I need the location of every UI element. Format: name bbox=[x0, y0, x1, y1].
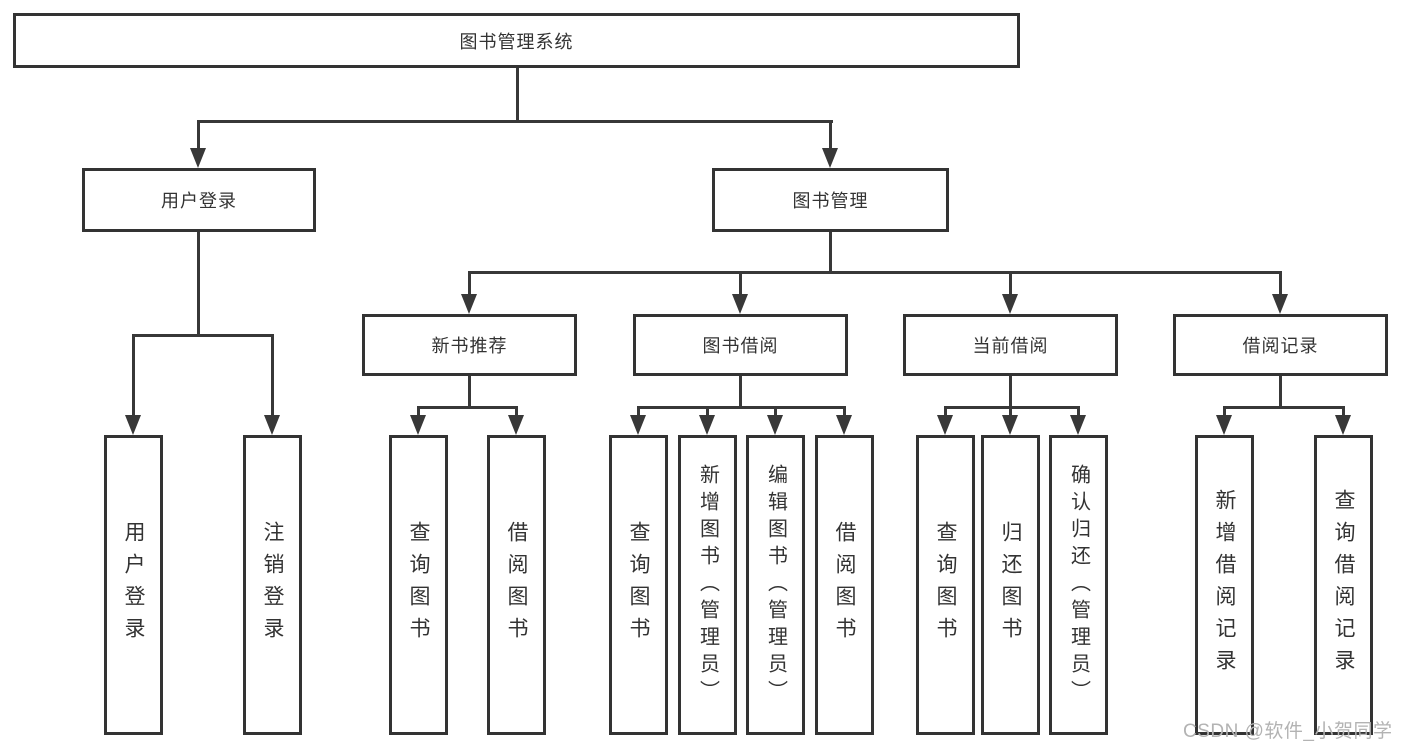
node-box-book-management: 图书管理 bbox=[712, 168, 949, 232]
connector-line bbox=[774, 406, 777, 420]
arrow-down-icon bbox=[1335, 415, 1351, 435]
connector-line bbox=[1223, 406, 1345, 409]
leaf-label: 查询图书 bbox=[627, 521, 650, 649]
connector-line bbox=[197, 120, 200, 152]
connector-line bbox=[516, 68, 519, 122]
leaf-label: 确认归还（管理员） bbox=[1067, 463, 1090, 707]
node-box-current-borrow: 当前借阅 bbox=[903, 314, 1118, 376]
leaf-box-query-books-1: 查询图书 bbox=[389, 435, 448, 735]
connector-line bbox=[1342, 406, 1345, 420]
connector-line bbox=[1077, 406, 1080, 420]
leaf-box-query-books-3: 查询图书 bbox=[916, 435, 975, 735]
arrow-down-icon bbox=[699, 415, 715, 435]
leaf-box-add-books-admin: 新增图书（管理员） bbox=[678, 435, 737, 735]
leaf-box-borrow-books-2: 借阅图书 bbox=[815, 435, 874, 735]
arrow-down-icon bbox=[767, 415, 783, 435]
connector-line bbox=[829, 232, 832, 274]
arrow-down-icon bbox=[937, 415, 953, 435]
node-label-root: 图书管理系统 bbox=[459, 31, 574, 52]
connector-line bbox=[197, 232, 200, 336]
connector-line bbox=[1279, 271, 1282, 297]
connector-line bbox=[944, 406, 947, 420]
connector-line bbox=[132, 334, 135, 420]
leaf-box-add-borrow-record: 新增借阅记录 bbox=[1195, 435, 1254, 735]
node-box-borrow-records: 借阅记录 bbox=[1173, 314, 1388, 376]
connector-line bbox=[829, 120, 832, 152]
leaf-label: 编辑图书（管理员） bbox=[764, 463, 787, 707]
connector-line bbox=[843, 406, 846, 420]
leaf-label: 归还图书 bbox=[999, 521, 1022, 649]
arrow-down-icon bbox=[732, 294, 748, 314]
arrow-down-icon bbox=[836, 415, 852, 435]
connector-line bbox=[197, 120, 833, 123]
node-box-user-login: 用户登录 bbox=[82, 168, 316, 232]
leaf-box-query-borrow-record: 查询借阅记录 bbox=[1314, 435, 1373, 735]
leaf-label: 新增借阅记录 bbox=[1213, 489, 1236, 681]
node-box-book-borrow: 图书借阅 bbox=[633, 314, 848, 376]
arrow-down-icon bbox=[1216, 415, 1232, 435]
connector-line bbox=[417, 406, 420, 420]
connector-line bbox=[637, 406, 846, 409]
connector-line bbox=[417, 406, 518, 409]
connector-line bbox=[706, 406, 709, 420]
arrow-down-icon bbox=[1272, 294, 1288, 314]
leaf-box-logout: 注销登录 bbox=[243, 435, 302, 735]
arrow-down-icon bbox=[264, 415, 280, 435]
arrow-down-icon bbox=[508, 415, 524, 435]
leaf-box-query-books-2: 查询图书 bbox=[609, 435, 668, 735]
node-label: 新书推荐 bbox=[431, 336, 508, 356]
arrow-down-icon bbox=[410, 415, 426, 435]
connector-line bbox=[271, 334, 274, 420]
node-label: 图书管理 bbox=[792, 191, 869, 211]
connector-line bbox=[468, 376, 471, 409]
connector-line bbox=[739, 376, 742, 409]
leaf-box-borrow-books-1: 借阅图书 bbox=[487, 435, 546, 735]
arrow-down-icon bbox=[190, 148, 206, 168]
leaf-box-confirm-return-admin: 确认归还（管理员） bbox=[1049, 435, 1108, 735]
arrow-down-icon bbox=[1070, 415, 1086, 435]
leaf-label: 注销登录 bbox=[261, 521, 284, 649]
leaf-label: 查询图书 bbox=[934, 521, 957, 649]
connector-line bbox=[468, 271, 1282, 274]
node-label: 图书借阅 bbox=[702, 336, 779, 356]
connector-line bbox=[132, 334, 274, 337]
node-box-new-book-recommend: 新书推荐 bbox=[362, 314, 577, 376]
connector-line bbox=[739, 271, 742, 297]
node-label: 当前借阅 bbox=[972, 336, 1049, 356]
arrow-down-icon bbox=[630, 415, 646, 435]
node-label: 用户登录 bbox=[161, 191, 237, 211]
leaf-box-user-login: 用户登录 bbox=[104, 435, 163, 735]
csdn-watermark: CSDN @软件_小贺同学 bbox=[1183, 721, 1393, 742]
connector-line bbox=[1279, 376, 1282, 409]
leaf-label: 新增图书（管理员） bbox=[696, 463, 719, 707]
connector-line bbox=[1223, 406, 1226, 420]
leaf-label: 借阅图书 bbox=[505, 521, 528, 649]
leaf-label: 查询借阅记录 bbox=[1332, 489, 1355, 681]
leaf-label: 借阅图书 bbox=[833, 521, 856, 649]
connector-line bbox=[1009, 271, 1012, 297]
arrow-down-icon bbox=[1002, 294, 1018, 314]
connector-line bbox=[637, 406, 640, 420]
leaf-box-edit-books-admin: 编辑图书（管理员） bbox=[746, 435, 805, 735]
connector-line bbox=[1009, 376, 1012, 409]
arrow-down-icon bbox=[461, 294, 477, 314]
leaf-label: 用户登录 bbox=[122, 521, 145, 649]
leaf-label: 查询图书 bbox=[407, 521, 430, 649]
arrow-down-icon bbox=[1002, 415, 1018, 435]
leaf-box-return-books: 归还图书 bbox=[981, 435, 1040, 735]
connector-line bbox=[944, 406, 1080, 409]
node-label: 借阅记录 bbox=[1242, 336, 1319, 356]
connector-line bbox=[468, 271, 471, 297]
connector-line bbox=[1009, 406, 1012, 420]
arrow-down-icon bbox=[822, 148, 838, 168]
arrow-down-icon bbox=[125, 415, 141, 435]
connector-line bbox=[515, 406, 518, 420]
node-box-root: 图书管理系统 bbox=[13, 13, 1020, 68]
